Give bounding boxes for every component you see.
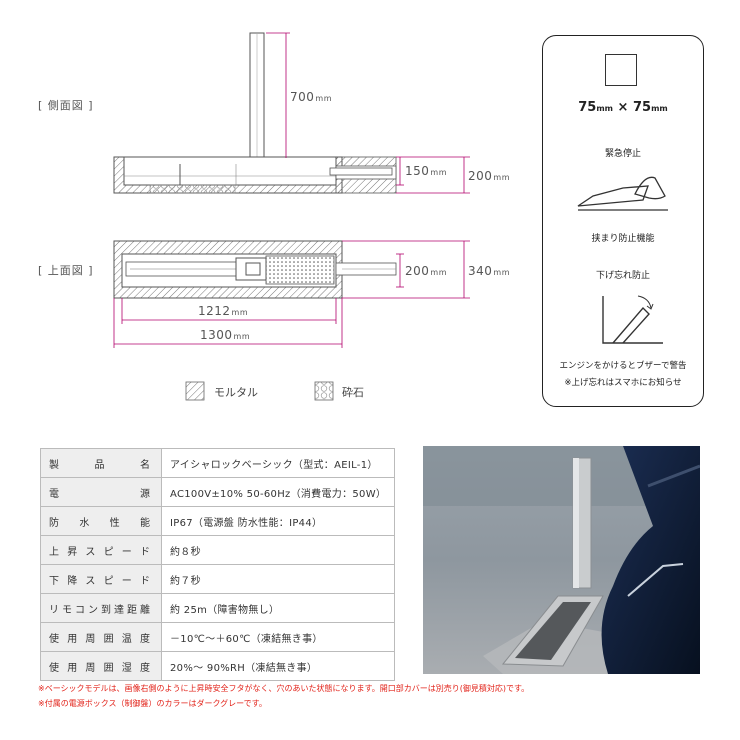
spec-value: 約 25m（障害物無し） <box>160 593 396 623</box>
spec-key: 防水性能 <box>40 506 162 536</box>
spec-table: 製品名アイシャロックベーシック（型式：AEIL-1） 電源 AC100V±10% 5… <box>40 448 396 681</box>
size-text: 75mm × 75mm <box>578 100 668 115</box>
dim-340: 340mm <box>468 264 510 278</box>
spec-value: IP67（電源盤 防水性能：IP44） <box>160 506 396 536</box>
spec-value: 20%～ 90%RH（凍結無き事） <box>160 651 396 681</box>
spec-key-text: 防水性能 <box>49 517 153 529</box>
spec-key-text: 上昇スピード <box>49 546 153 558</box>
dim-1300: 1300mm <box>200 328 251 342</box>
spec-value: －10℃～＋60℃（凍結無き事） <box>160 622 396 652</box>
dim-200-side: 200mm <box>468 169 510 183</box>
side-view <box>113 32 397 194</box>
gravel-icon <box>314 381 334 401</box>
dim-700: 700mm <box>290 90 332 104</box>
note-power-box: ※付属の電源ボックス（制御盤）のカラーはダークグレーです。 <box>38 699 267 708</box>
spec-key-text: 下降スピード <box>49 575 153 587</box>
notify-label: ※上げ忘れはスマホにお知らせ <box>564 378 682 388</box>
spec-key: 下降スピード <box>40 564 162 594</box>
product-photo <box>423 446 700 674</box>
spec-row: 使用周囲湿度 20%～ 90%RH（凍結無き事） <box>40 651 396 681</box>
forget-lower-label: 下げ忘れ防止 <box>595 271 650 281</box>
feature-panel: 75mm × 75mm 緊急停止 挟まり防止機能 下げ忘れ防止 エンジンをかける… <box>542 35 704 407</box>
spec-key-text: リモコン到達距離 <box>49 604 153 616</box>
spec-row: 製品名アイシャロックベーシック（型式：AEIL-1） <box>40 448 396 478</box>
car-pinch-icon <box>577 176 668 211</box>
spec-value: AC100V±10% 50-60Hz（消費電力：50W） <box>160 477 396 507</box>
dimension-lines <box>113 32 470 348</box>
tilted-post-icon <box>602 295 663 344</box>
spec-row: 上昇スピード約８秒 <box>40 535 396 565</box>
technical-drawing <box>113 32 470 401</box>
spec-key: 使用周囲温度 <box>40 622 162 652</box>
spec-key: 上昇スピード <box>40 535 162 565</box>
spec-row: 下降スピード約７秒 <box>40 564 396 594</box>
spec-value: 約８秒 <box>160 535 396 565</box>
buzzer-label: エンジンをかけるとブザーで警告 <box>559 361 687 371</box>
spec-row: 防水性能 IP67（電源盤 防水性能：IP44） <box>40 506 396 536</box>
anti-pinch-label: 挟まり防止機能 <box>591 234 655 244</box>
spec-value: 約７秒 <box>160 564 396 594</box>
note-basic-model: ※ベーシックモデルは、画像右側のように上昇時安全フタがなく、穴のあいた状態になり… <box>38 684 530 693</box>
dim-1212: 1212mm <box>198 304 249 318</box>
legend-gravel-label: 砕石 <box>342 386 364 399</box>
side-view-label: [ 側面図 ] <box>38 99 94 112</box>
spec-key: 使用周囲湿度 <box>40 651 162 681</box>
spec-row: 電源 AC100V±10% 50-60Hz（消費電力：50W） <box>40 477 396 507</box>
dim-200-top: 200mm <box>405 264 447 278</box>
spec-key-text: 製品名 <box>49 459 153 471</box>
spec-key: 電源 <box>40 477 162 507</box>
dim-150: 150mm <box>405 164 447 178</box>
spec-value: アイシャロックベーシック（型式：AEIL-1） <box>160 448 396 478</box>
spec-key: 製品名 <box>40 448 162 478</box>
legend-mortar-label: モルタル <box>214 386 258 399</box>
hatch-icon <box>185 381 205 401</box>
top-view-label: [ 上面図 ] <box>38 264 94 277</box>
spec-row: 使用周囲温度 －10℃～＋60℃（凍結無き事） <box>40 622 396 652</box>
spec-key-text: 電源 <box>49 488 153 500</box>
square-post-icon <box>605 54 637 86</box>
spec-key-text: 使用周囲温度 <box>49 633 153 645</box>
spec-row: リモコン到達距離約 25m（障害物無し） <box>40 593 396 623</box>
spec-key-text: 使用周囲湿度 <box>49 662 153 674</box>
spec-key: リモコン到達距離 <box>40 593 162 623</box>
top-view <box>113 240 397 299</box>
emergency-stop-label: 緊急停止 <box>604 149 641 159</box>
